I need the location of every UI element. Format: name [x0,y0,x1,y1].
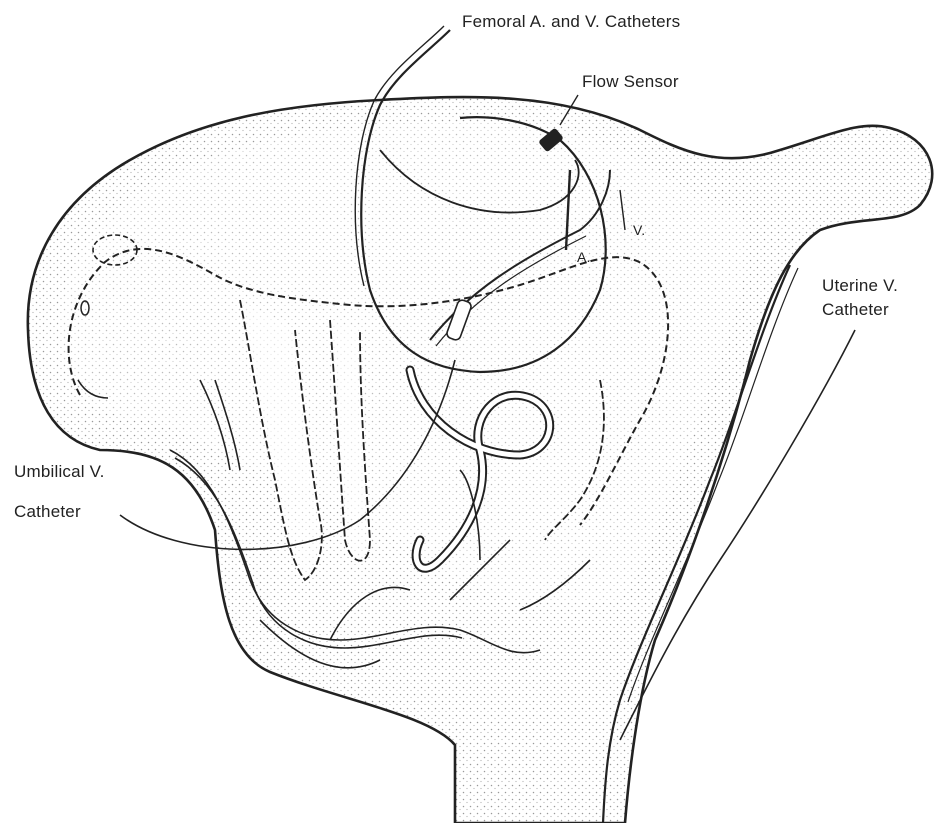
uterine-catheter-label-line1: Uterine V. [822,276,898,296]
umbilical-catheter-label-line1: Umbilical V. [14,462,105,482]
femoral-catheters-label: Femoral A. and V. Catheters [462,12,680,32]
flow-sensor-label: Flow Sensor [582,72,679,92]
vein-label: V. [633,222,645,238]
uterine-cavity [60,123,747,604]
uterine-catheter-label-line2: Catheter [822,300,889,320]
umbilical-catheter-label-line2: Catheter [14,502,81,522]
artery-label: A. [577,249,591,265]
